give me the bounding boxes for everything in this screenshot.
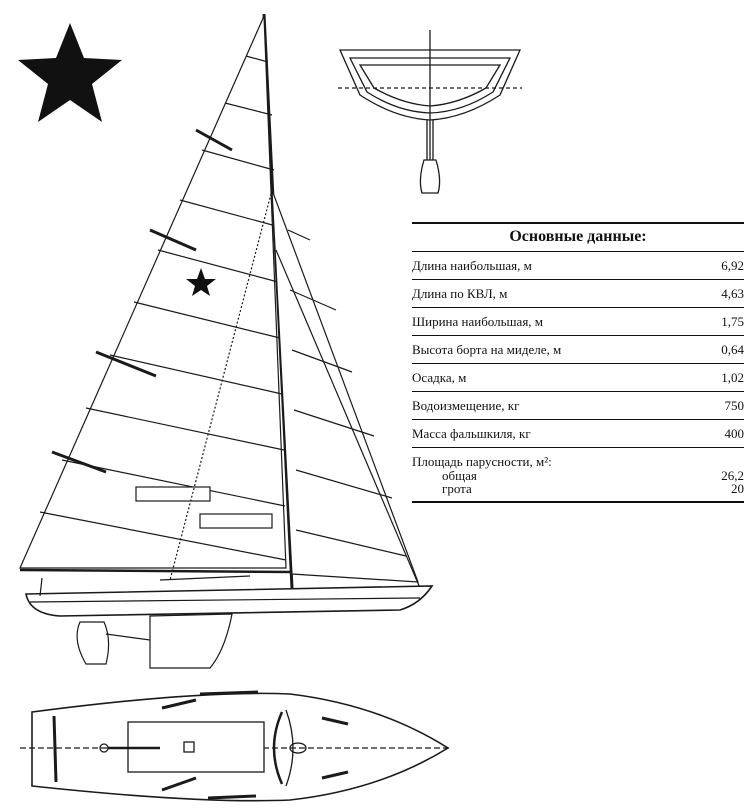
- jib-sail: [271, 189, 419, 583]
- spec-label: Длина по КВЛ, м: [412, 286, 508, 301]
- emblem-star-icon: [18, 23, 122, 122]
- sail-area-main-label: грота: [442, 481, 472, 496]
- spec-value: 400: [724, 426, 745, 441]
- spec-row: Ширина наибольшая, м 1,75: [412, 308, 744, 336]
- spec-row: Осадка, м 1,02: [412, 364, 744, 392]
- spec-table: Основные данные: Длина наибольшая, м 6,9…: [412, 222, 744, 503]
- sail-plan-side-view: [19, 13, 434, 669]
- spec-label: Длина наибольшая, м: [412, 258, 532, 273]
- spec-label: Высота борта на миделе, м: [412, 342, 562, 357]
- spec-label: Масса фальшкиля, кг: [412, 426, 531, 441]
- sail-area-total-value: 26,2: [721, 468, 744, 483]
- sail-area-total-label: общая: [442, 468, 477, 483]
- spec-row: Водоизмещение, кг 750: [412, 392, 744, 420]
- spec-label: Осадка, м: [412, 370, 467, 385]
- spec-value: 1,75: [721, 314, 744, 329]
- sail-area-main-value: 20: [731, 481, 744, 496]
- spec-label: Ширина наибольшая, м: [412, 314, 544, 329]
- keel: [149, 613, 233, 669]
- spec-row: Длина наибольшая, м 6,92: [412, 252, 744, 280]
- spec-value: 1,02: [721, 370, 744, 385]
- sail-area-label: Площадь парусности, м²:: [412, 454, 552, 469]
- mainsail: [19, 15, 287, 569]
- spec-value: 6,92: [721, 258, 744, 273]
- hull-profile: [25, 585, 434, 617]
- sail-star-icon: [186, 268, 216, 296]
- spec-title: Основные данные:: [412, 222, 744, 252]
- deck-plan-top-view: [20, 690, 450, 802]
- spec-label: Водоизмещение, кг: [412, 398, 520, 413]
- spec-row: Длина по КВЛ, м 4,63: [412, 280, 744, 308]
- spec-row: Масса фальшкиля, кг 400: [412, 420, 744, 448]
- midship-section-view: [338, 30, 522, 194]
- spec-row: Высота борта на миделе, м 0,64: [412, 336, 744, 364]
- spec-value: 4,63: [721, 286, 744, 301]
- spec-value: 0,64: [721, 342, 744, 357]
- rudder: [76, 621, 110, 665]
- spec-value: 750: [724, 398, 745, 413]
- spec-row-sail-area: Площадь парусности, м²: общая 26,2 грота…: [412, 448, 744, 503]
